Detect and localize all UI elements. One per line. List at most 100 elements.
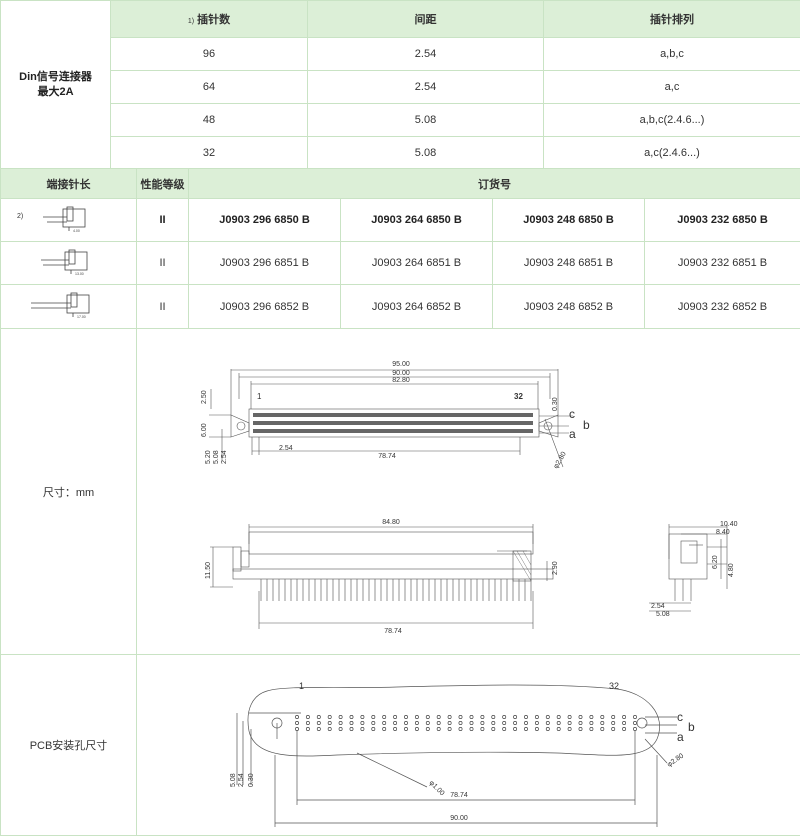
pcb-dim-78-74: 78.74 <box>450 792 468 799</box>
header-pins-label: 插针数 <box>197 14 230 26</box>
pcb-pin-hole <box>394 727 397 730</box>
row-a-label: a <box>569 427 576 441</box>
pcb-pin-hole <box>361 721 364 724</box>
short-pin-icon: 4.00 <box>39 205 99 235</box>
medium-pin-icon: 13.00 <box>39 248 99 278</box>
pcb-pin-hole <box>404 721 407 724</box>
dim-2-50: 2.50 <box>201 390 208 404</box>
pcb-pin-hole <box>437 727 440 730</box>
pins-cell: 96 <box>111 38 308 71</box>
pin-length-cell: 13.00 <box>1 242 137 285</box>
pitch-cell: 2.54 <box>308 71 544 104</box>
pcb-pin-hole <box>470 721 473 724</box>
dim-11-50: 11.50 <box>205 562 212 579</box>
spec-row: 96 2.54 a,b,c <box>1 38 800 71</box>
arrangement-cell: a,c <box>544 71 800 104</box>
pcb-pin-hole <box>459 727 462 730</box>
dim-5-08: 5.08 <box>213 450 220 464</box>
connector-dimension-drawing: 95.00 90.00 82.80 1 32 2.50 6.00 5.20 5.… <box>137 329 800 655</box>
order-code: J0903 248 6851 B <box>493 242 645 285</box>
pcb-pin-hole <box>557 715 560 718</box>
header-arrangement: 插针排列 <box>544 1 800 38</box>
pcb-dim-0-30: 0.30 <box>248 773 255 787</box>
pcb-pin-hole <box>579 721 582 724</box>
dim-10-40: 10.40 <box>720 521 738 528</box>
pin-32-label: 32 <box>514 392 523 401</box>
order-code: J0903 248 6852 B <box>493 285 645 329</box>
pcb-pin-hole <box>361 727 364 730</box>
pcb-pin-hole <box>350 727 353 730</box>
grade-cell: II <box>137 285 189 329</box>
pcb-pin-hole <box>633 721 636 724</box>
dim-2-54-pitch: 2.54 <box>279 445 293 452</box>
pcb-pin-hole <box>459 715 462 718</box>
pcb-pin-hole <box>579 727 582 730</box>
pcb-pin-hole <box>383 721 386 724</box>
dim-5-08-end: 5.08 <box>656 611 670 618</box>
pcb-pin-hole <box>415 715 418 718</box>
order-code: J0903 264 6851 B <box>341 242 493 285</box>
dim-5-20: 5.20 <box>205 450 212 464</box>
connector-title-line2: 最大2A <box>1 85 110 100</box>
pcb-pin-hole <box>601 721 604 724</box>
pcb-dim-2-54: 2.54 <box>238 773 245 787</box>
pcb-outline <box>237 685 677 827</box>
pcb-pin-hole <box>394 721 397 724</box>
pcb-pin-hole <box>317 727 320 730</box>
pcb-pin-hole <box>426 727 429 730</box>
pcb-pin-hole <box>372 721 375 724</box>
order-code: J0903 232 6852 B <box>645 285 800 329</box>
arrangement-cell: a,b,c(2.4.6...) <box>544 104 800 137</box>
pcb-pin-hole <box>524 721 527 724</box>
drawing-table: 尺寸：mm <box>0 328 800 836</box>
long-pin-icon: 17.00 <box>31 291 101 321</box>
header-pin-length: 端接针长 <box>1 169 137 199</box>
hole-2-80-top: φ2.80 <box>553 451 568 470</box>
pcb-pin-hole <box>426 715 429 718</box>
grade-cell: II <box>137 199 189 242</box>
pcb-pin-hole <box>623 715 626 718</box>
pcb-pin-hole <box>415 727 418 730</box>
pin-length-footnote: 2) <box>17 213 23 220</box>
pcb-pin-hole <box>557 721 560 724</box>
pcb-pin-hole <box>612 727 615 730</box>
pcb-pin-hole <box>470 727 473 730</box>
dim-4-80: 4.80 <box>728 563 735 577</box>
dim-2-54-vertical: 2.54 <box>221 450 228 464</box>
pcb-pin-hole <box>524 715 527 718</box>
pins-cell: 48 <box>111 104 308 137</box>
side-view <box>210 524 553 629</box>
pcb-pin-hole <box>361 715 364 718</box>
pcb-pin-hole <box>404 727 407 730</box>
pin-length-cell: 17.00 <box>1 285 137 329</box>
dim-6-20: 6.20 <box>712 555 719 569</box>
order-row: 2) 4.00 II J0903 296 6850 B J0903 264 68… <box>1 199 800 242</box>
dim-0-30-top: 0.30 <box>552 397 559 411</box>
pcb-pin-hole <box>383 727 386 730</box>
dim-95: 95.00 <box>392 361 410 368</box>
dim-6-00: 6.00 <box>201 423 208 437</box>
order-code: J0903 296 6852 B <box>189 285 341 329</box>
pcb-dim-5-08: 5.08 <box>230 773 237 787</box>
pcb-pin-hole <box>350 715 353 718</box>
pcb-pin-hole <box>568 727 571 730</box>
pin-length-dim: 17.00 <box>77 315 86 319</box>
pcb-pin-hole <box>633 715 636 718</box>
pcb-pin-hole <box>492 721 495 724</box>
pcb-pin-hole <box>623 721 626 724</box>
pcb-pin-hole <box>623 727 626 730</box>
pcb-pin-hole <box>339 727 342 730</box>
pcb-pin-hole <box>481 721 484 724</box>
pin-1-label: 1 <box>257 392 262 401</box>
dim-84-80: 84.80 <box>382 519 400 526</box>
pcb-pin-hole <box>492 727 495 730</box>
pcb-pin-hole <box>601 727 604 730</box>
order-code: J0903 264 6852 B <box>341 285 493 329</box>
pcb-row-c-label: c <box>677 710 683 724</box>
pcb-pin-hole <box>306 721 309 724</box>
pcb-pin-hole <box>459 721 462 724</box>
pcb-pin-hole <box>470 715 473 718</box>
pcb-pin-hole <box>372 715 375 718</box>
pcb-pin-hole <box>481 715 484 718</box>
pcb-pin-hole <box>317 721 320 724</box>
